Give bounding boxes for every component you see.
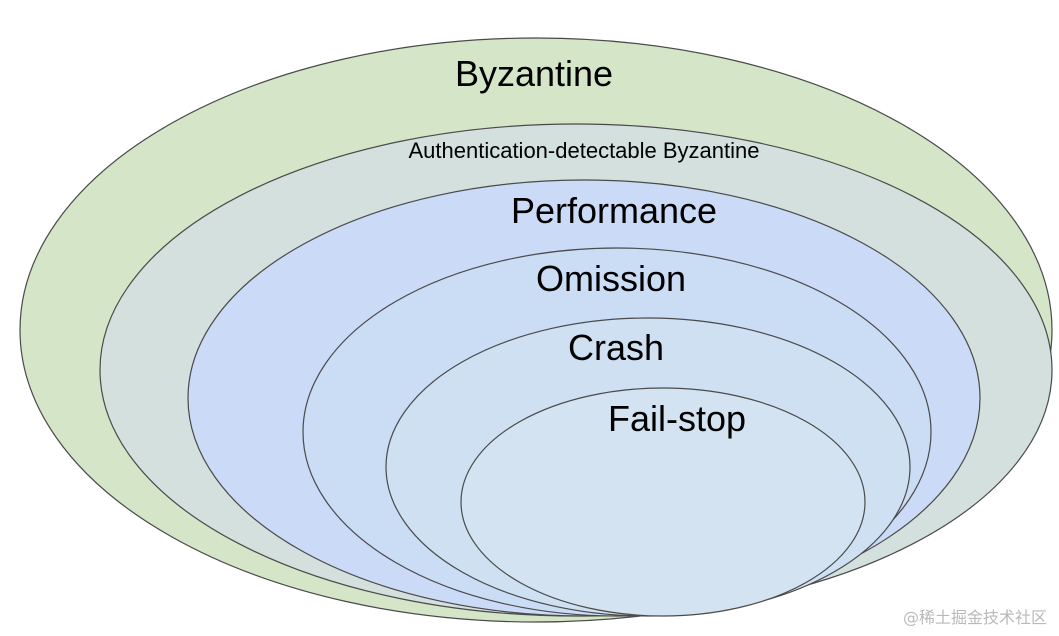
label-omission: Omission xyxy=(536,258,686,299)
ellipse-fail-stop xyxy=(460,387,866,617)
label-authentication-detectable-byzantine: Authentication-detectable Byzantine xyxy=(408,138,759,163)
label-crash: Crash xyxy=(568,327,664,368)
ring-fail-stop: Fail-stop xyxy=(460,387,866,617)
label-performance: Performance xyxy=(511,190,717,231)
label-byzantine: Byzantine xyxy=(455,53,613,94)
label-fail-stop: Fail-stop xyxy=(608,398,746,439)
watermark: @稀土掘金技术社区 xyxy=(902,608,1047,627)
